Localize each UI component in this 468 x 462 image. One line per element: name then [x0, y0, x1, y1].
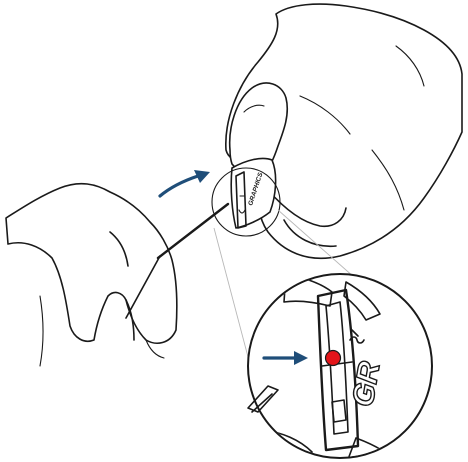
- red-dot-icon: [326, 351, 341, 366]
- zoom-connector-left: [214, 228, 252, 372]
- arrow-right-icon: [160, 170, 210, 196]
- left-hand: [6, 184, 177, 366]
- probe-wire: [158, 204, 228, 258]
- zoom-detail: GR: [248, 274, 432, 462]
- top-hand: [226, 4, 462, 258]
